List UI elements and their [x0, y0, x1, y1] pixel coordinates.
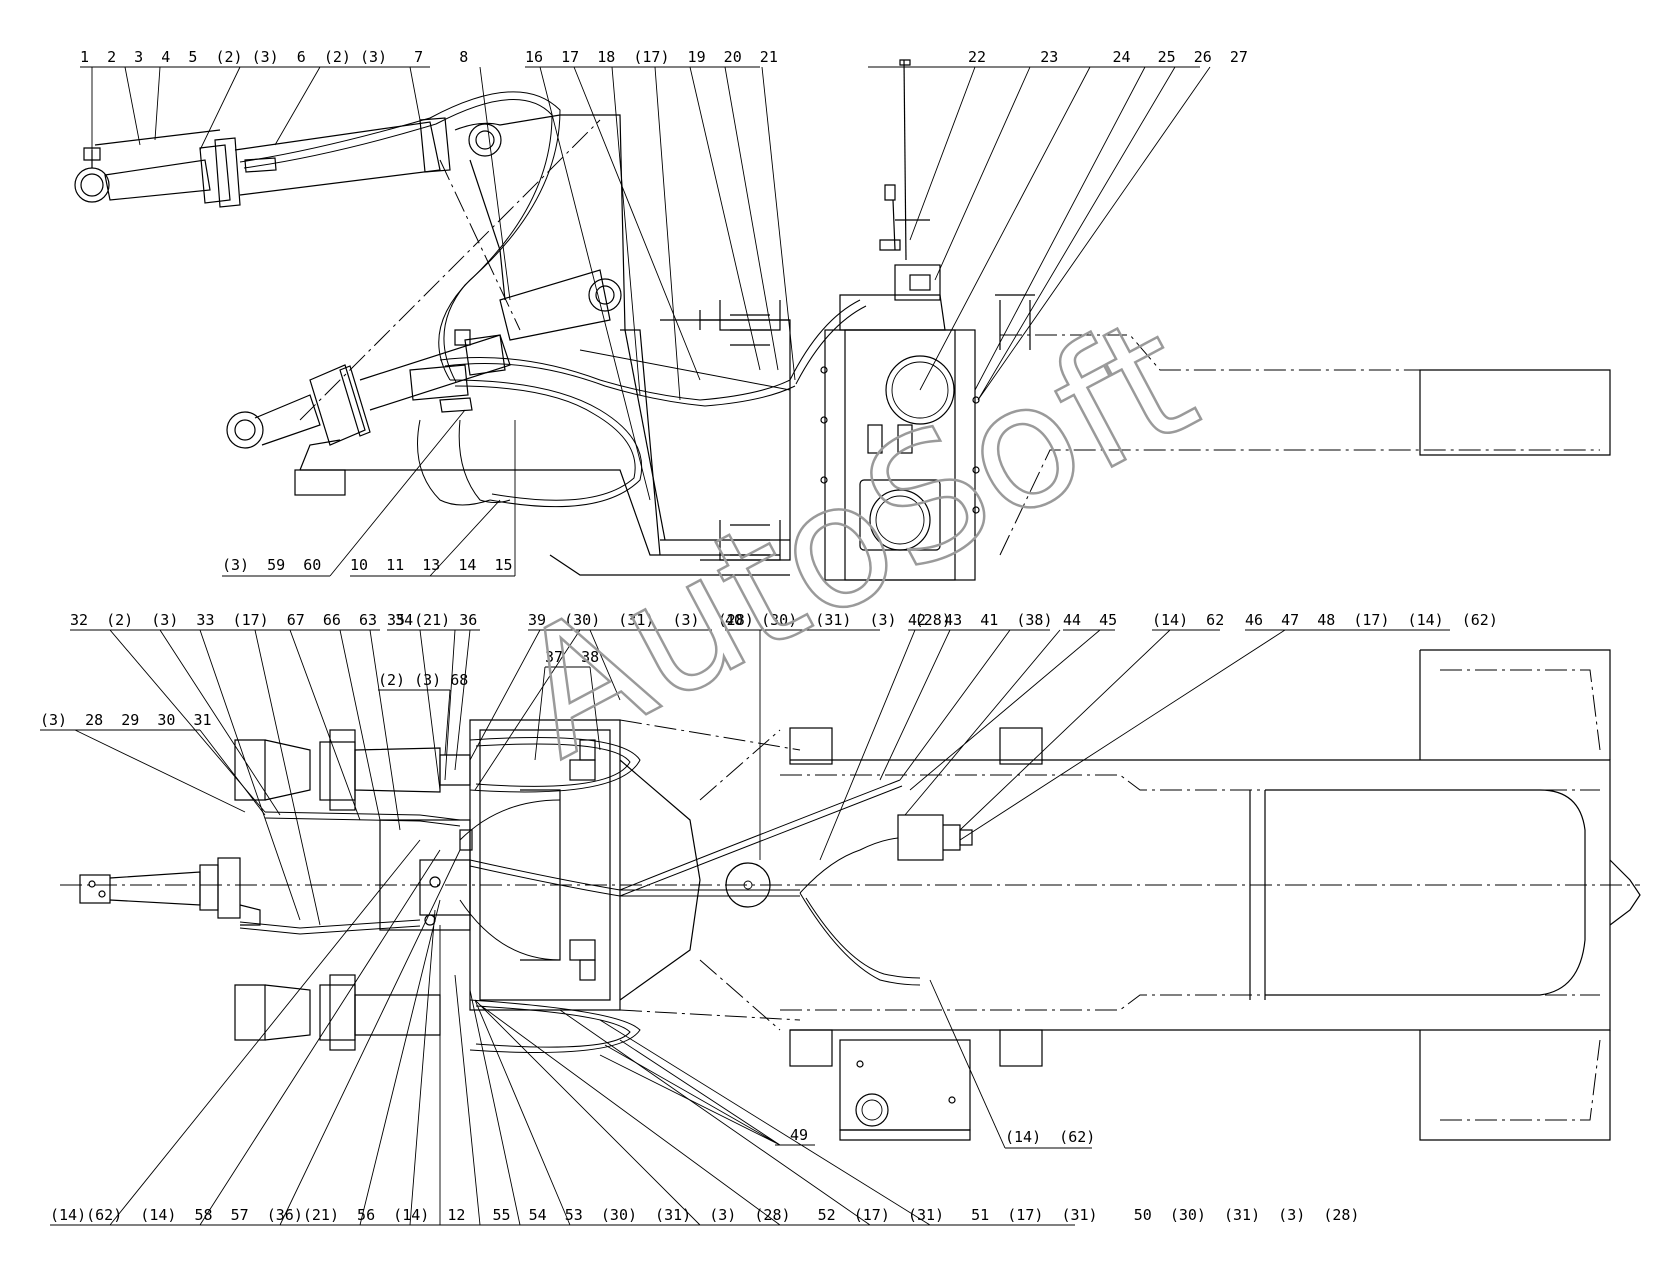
part-labels: 1 2 3 4 5 (2) (3) 6 (2) (3) 7 8 16 17 18… — [40, 48, 1498, 1224]
valve-block — [409, 329, 506, 413]
label-bottom-row: (14)(62) (14) 58 57 (36)(21) 56 (14) 12 … — [50, 1206, 1359, 1224]
control-lever — [879, 59, 930, 261]
hoses-plan — [239, 737, 921, 1053]
label-row-top-3: 22 23 24 25 26 27 — [968, 48, 1248, 66]
label-plan-13: (14) (62) — [1005, 1128, 1095, 1146]
plan-view — [60, 649, 1641, 1141]
frame — [294, 300, 791, 576]
bracket-pads — [569, 739, 596, 981]
lower-gearbox — [839, 1039, 971, 1141]
chassis-plan — [780, 649, 1641, 1141]
leader-lines — [40, 66, 1450, 1226]
pump-unit — [897, 814, 973, 861]
label-plan-2: 35 (21) 36 — [387, 611, 477, 629]
label-row-top-2: 16 17 18 (17) 19 20 21 — [525, 48, 778, 66]
lower-side-cylinder — [234, 974, 441, 1051]
label-row-top-bottom-2: 10 11 13 14 15 — [350, 556, 513, 574]
watermark: AutoSoft — [486, 279, 1224, 797]
label-plan-4: 40 (30) (31) (3) (28) — [725, 611, 951, 629]
label-plan-10: 37 38 — [545, 648, 599, 666]
label-plan-8: 46 47 48 (17) (14) (62) — [1245, 611, 1498, 629]
label-plan-3: 39 (30) (31) (3) (28) — [528, 611, 754, 629]
label-row-top-bottom-1: (3) 59 60 — [222, 556, 321, 574]
upper-cylinder — [74, 117, 502, 208]
valve-block-plan — [379, 819, 473, 931]
boom-arm — [299, 114, 626, 421]
hoses-side — [239, 91, 867, 508]
lower-cylinder — [226, 334, 511, 449]
label-plan-9: (2) (3) 68 — [378, 671, 468, 689]
label-row-top-1: 1 2 3 4 5 (2) (3) 6 (2) (3) 7 8 — [80, 48, 468, 66]
label-plan-7: (14) 62 — [1152, 611, 1224, 629]
label-plan-6: 44 45 — [1063, 611, 1117, 629]
label-plan-5: 42 43 41 (38) — [908, 611, 1053, 629]
front-cylinder — [79, 857, 261, 926]
label-plan-12: 49 — [790, 1126, 808, 1144]
label-plan-11: (3) 28 29 30 31 — [40, 711, 212, 729]
chassis-beam — [995, 294, 1611, 556]
gearbox — [820, 264, 980, 581]
label-plan-1: 32 (2) (3) 33 (17) 67 66 63 34 — [70, 611, 413, 629]
upper-side-cylinder — [234, 729, 471, 811]
